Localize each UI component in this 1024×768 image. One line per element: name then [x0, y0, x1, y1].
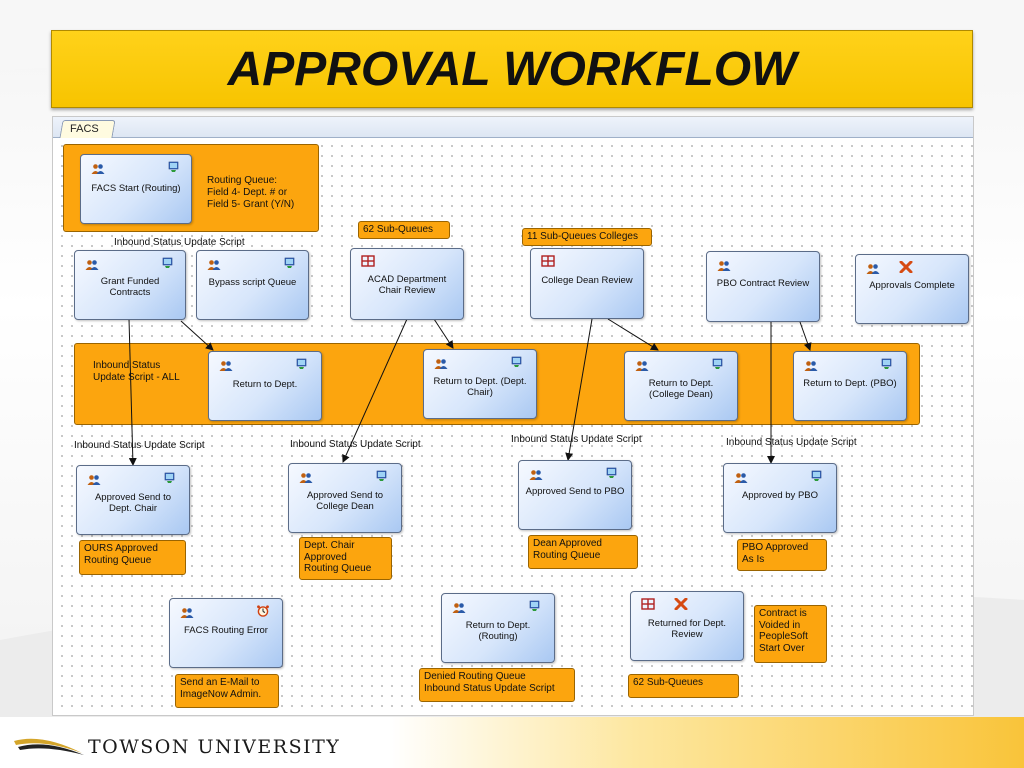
node-label: College Dean Review — [541, 275, 633, 286]
routing-queue-text: Routing Queue: Field 4- Dept. # or Field… — [207, 175, 295, 210]
title-bar: APPROVAL WORKFLOW — [51, 30, 973, 108]
red-x-icon — [674, 598, 688, 610]
node-label: ACAD Department Chair Review — [367, 274, 447, 296]
network-icon — [361, 255, 375, 267]
pbo-approved-as-is-note: PBO Approved As Is — [737, 539, 827, 571]
approved-send-to-dept-chair-node[interactable]: Approved Send to Dept. Chair — [76, 465, 190, 535]
return-to-dept-pbo-node[interactable]: Return to Dept. (PBO) — [793, 351, 907, 421]
node-label: Return to Dept. (Dept. Chair) — [433, 376, 527, 398]
node-label: PBO Contract Review — [716, 278, 810, 289]
users-icon — [804, 361, 818, 371]
denied-routing-queue-note: Denied Routing Queue Inbound Status Upda… — [419, 668, 575, 702]
send-email-admin-note: Send an E-Mail to ImageNow Admin. — [175, 674, 279, 708]
inbound-status-label-2: Inbound Status Update Script — [290, 439, 421, 450]
inbound-status-label-top: Inbound Status Update Script — [114, 237, 245, 248]
users-icon — [91, 164, 105, 174]
users-icon — [299, 473, 313, 483]
node-label: FACS Start (Routing) — [91, 183, 181, 194]
users-icon — [207, 260, 221, 270]
return-to-dept-routing-node[interactable]: Return to Dept. (Routing) — [441, 593, 555, 663]
network-icon — [541, 255, 555, 267]
approved-send-to-pbo-node[interactable]: Approved Send to PBO — [518, 460, 632, 530]
node-label: Approvals Complete — [869, 280, 955, 291]
users-icon — [452, 603, 466, 613]
users-icon — [635, 361, 649, 371]
node-label: FACS Routing Error — [184, 625, 268, 636]
acad-department-chair-review-node[interactable]: ACAD Department Chair Review — [350, 248, 464, 320]
queue-monitor-icon — [606, 467, 617, 478]
queue-monitor-icon — [296, 358, 307, 369]
node-label: Approved Send to College Dean — [306, 490, 384, 512]
dean-approved-routing-note: Dean Approved Routing Queue — [528, 535, 638, 569]
users-icon — [529, 470, 543, 480]
approved-by-pbo-node[interactable]: Approved by PBO — [723, 463, 837, 533]
slide-footer: TOWSON UNIVERSITY — [0, 717, 1024, 768]
node-label: Approved Send to Dept. Chair — [94, 492, 172, 514]
tab-facs[interactable]: FACS — [59, 120, 116, 138]
node-label: Grant Funded Contracts — [100, 276, 160, 298]
queue-monitor-icon — [164, 472, 175, 483]
queue-monitor-icon — [529, 600, 540, 611]
inbound-status-label-3: Inbound Status Update Script — [511, 434, 642, 445]
inbound-status-label-1: Inbound Status Update Script — [74, 440, 205, 451]
return-to-dept-college-dean-node[interactable]: Return to Dept. (College Dean) — [624, 351, 738, 421]
facs-routing-error-node[interactable]: FACS Routing Error — [169, 598, 283, 668]
grant-funded-contracts-node[interactable]: Grant Funded Contracts — [74, 250, 186, 320]
sub-queues-11-colleges-note: 11 Sub-Queues Colleges — [522, 228, 652, 246]
inbound-status-all-text: Inbound Status Update Script - ALL — [93, 360, 180, 383]
university-logo-text: TOWSON UNIVERSITY — [88, 736, 341, 758]
node-label: Approved Send to PBO — [525, 486, 625, 497]
sub-queues-62-top-note: 62 Sub-Queues — [358, 221, 450, 239]
pbo-contract-review-node[interactable]: PBO Contract Review — [706, 251, 820, 322]
queue-monitor-icon — [284, 257, 295, 268]
network-icon — [641, 598, 655, 610]
approved-send-to-college-dean-node[interactable]: Approved Send to College Dean — [288, 463, 402, 533]
users-icon — [866, 264, 880, 274]
node-label: Return to Dept. (PBO) — [803, 378, 897, 389]
users-icon — [87, 475, 101, 485]
alarm-clock-icon — [257, 605, 269, 617]
returned-for-dept-review-node[interactable]: Returned for Dept. Review — [630, 591, 744, 661]
bypass-script-queue-node[interactable]: Bypass script Queue — [196, 250, 309, 320]
facs-start-routing-node[interactable]: FACS Start (Routing) — [80, 154, 192, 224]
slide-title: APPROVAL WORKFLOW — [227, 43, 797, 96]
towson-swoosh-logo-icon — [14, 738, 84, 755]
inbound-status-label-4: Inbound Status Update Script — [726, 437, 857, 448]
node-label: Return to Dept. — [232, 379, 298, 390]
tab-strip: FACS — [53, 117, 973, 138]
contract-voided-note: Contract is Voided in PeopleSoft Start O… — [754, 605, 827, 663]
tab-facs-label: FACS — [70, 123, 99, 135]
users-icon — [85, 260, 99, 270]
queue-monitor-icon — [811, 470, 822, 481]
node-label: Returned for Dept. Review — [647, 618, 727, 640]
users-icon — [717, 261, 731, 271]
sub-queues-62-bottom-note: 62 Sub-Queues — [628, 674, 739, 698]
approvals-complete-node[interactable]: Approvals Complete — [855, 254, 969, 324]
queue-monitor-icon — [511, 356, 522, 367]
queue-monitor-icon — [162, 257, 173, 268]
queue-monitor-icon — [881, 358, 892, 369]
node-label: Return to Dept. (College Dean) — [648, 378, 714, 400]
workflow-canvas[interactable]: FACS Routing Queue: Field 4- Dept. # or … — [52, 116, 974, 716]
queue-monitor-icon — [712, 358, 723, 369]
college-dean-review-node[interactable]: College Dean Review — [530, 248, 644, 319]
queue-monitor-icon — [168, 161, 179, 172]
users-icon — [219, 361, 233, 371]
chair-approved-routing-note: Dept. Chair Approved Routing Queue — [299, 537, 392, 580]
return-to-dept-chair-node[interactable]: Return to Dept. (Dept. Chair) — [423, 349, 537, 419]
users-icon — [434, 359, 448, 369]
node-label: Bypass script Queue — [208, 277, 297, 288]
return-to-dept-node[interactable]: Return to Dept. — [208, 351, 322, 421]
queue-monitor-icon — [376, 470, 387, 481]
red-x-icon — [899, 261, 913, 273]
node-label: Return to Dept. (Routing) — [465, 620, 531, 642]
ours-approved-routing-note: OURS Approved Routing Queue — [79, 540, 186, 575]
users-icon — [734, 473, 748, 483]
node-label: Approved by PBO — [741, 490, 819, 501]
users-icon — [180, 608, 194, 618]
